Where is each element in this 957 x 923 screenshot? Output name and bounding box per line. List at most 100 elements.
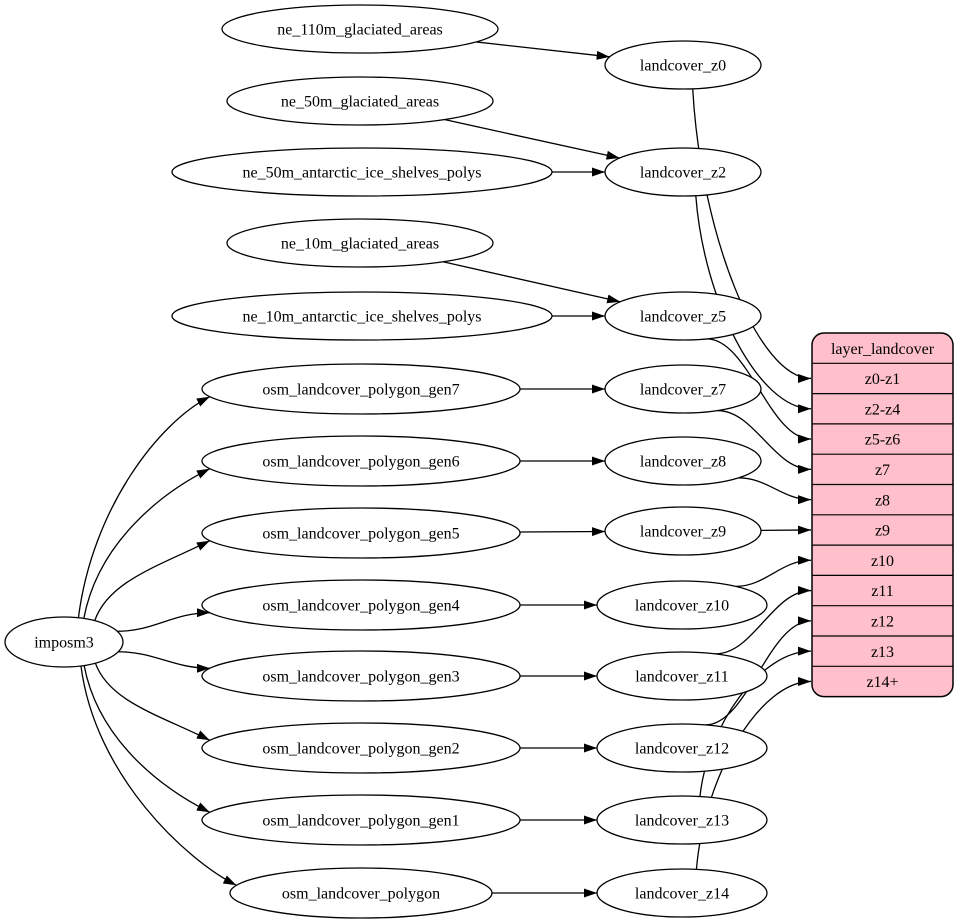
node-ellipse <box>604 40 762 90</box>
node-label: landcover_z11 <box>635 669 729 686</box>
node-label: ne_50m_glaciated_areas <box>281 94 439 111</box>
node-ellipse <box>604 506 762 556</box>
node-landcover_z9: landcover_z9 <box>604 506 762 556</box>
node-label: landcover_z5 <box>640 309 726 326</box>
edge-landcover_z10-to-row-z10 <box>735 555 812 588</box>
node-label: landcover_z2 <box>640 165 726 182</box>
edge-osm_landcover_polygon_gen5-to-landcover_z9 <box>519 527 606 537</box>
node-ellipse <box>171 147 553 197</box>
node-landcover_z14: landcover_z14 <box>596 868 768 918</box>
node-label: osm_landcover_polygon <box>282 886 440 903</box>
node-ne_50m_antarctic_ice_shelves_polys: ne_50m_antarctic_ice_shelves_polys <box>171 147 553 197</box>
node-ellipse <box>201 363 521 415</box>
edge-imposm3-to-osm_landcover_polygon_gen6 <box>83 468 211 619</box>
node-landcover_z10: landcover_z10 <box>596 580 768 630</box>
edge-layer <box>77 41 812 898</box>
node-ellipse <box>596 723 768 773</box>
node-osm_landcover_polygon_gen7: osm_landcover_polygon_gen7 <box>201 363 521 415</box>
node-ellipse <box>604 291 762 341</box>
node-ellipse <box>596 580 768 630</box>
node-ellipse <box>201 794 521 846</box>
node-label: osm_landcover_polygon_gen5 <box>262 526 459 543</box>
node-ellipse <box>596 868 768 918</box>
edge-imposm3-to-osm_landcover_polygon <box>80 665 237 886</box>
node-osm_landcover_polygon_gen2: osm_landcover_polygon_gen2 <box>201 722 521 774</box>
node-label: landcover_z8 <box>640 454 726 471</box>
table-row-label: z13 <box>871 644 894 661</box>
edge-imposm3-to-osm_landcover_polygon_gen4 <box>117 608 210 632</box>
table-title: layer_landcover <box>831 341 935 358</box>
table-row-label: z5-z6 <box>865 432 901 449</box>
edge-landcover_z8-to-row-z8 <box>738 477 812 505</box>
table-row-label: z0-z1 <box>865 371 901 388</box>
edge-imposm3-to-osm_landcover_polygon_gen5 <box>94 540 211 621</box>
node-ne_10m_antarctic_ice_shelves_polys: ne_10m_antarctic_ice_shelves_polys <box>171 291 553 341</box>
node-label: osm_landcover_polygon_gen1 <box>262 813 459 830</box>
edge-imposm3-to-osm_landcover_polygon_gen7 <box>77 396 211 618</box>
node-label: landcover_z10 <box>635 598 729 615</box>
node-ellipse <box>4 616 124 668</box>
node-ellipse <box>226 218 494 268</box>
node-landcover_z8: landcover_z8 <box>604 436 762 486</box>
node-landcover_z13: landcover_z13 <box>596 795 768 845</box>
node-label: landcover_z0 <box>640 58 726 75</box>
node-label: osm_landcover_polygon_gen2 <box>262 741 459 758</box>
node-label: landcover_z7 <box>640 382 726 399</box>
node-landcover_z2: landcover_z2 <box>604 147 762 197</box>
table-row-label: z7 <box>875 462 890 479</box>
table-row-label: z14+ <box>866 674 898 691</box>
node-ellipse <box>201 722 521 774</box>
edge-imposm3-to-osm_landcover_polygon_gen3 <box>118 651 210 673</box>
node-label: ne_110m_glaciated_areas <box>277 22 443 39</box>
table-row-label: z11 <box>871 583 894 600</box>
table-row-label: z12 <box>871 613 894 630</box>
node-ellipse <box>229 867 493 919</box>
node-ellipse <box>201 650 521 702</box>
edge-landcover_z11-to-row-z11 <box>715 586 812 655</box>
edge-landcover_z2-to-row-z2-z4 <box>695 195 812 414</box>
table-row-label: z9 <box>875 523 890 540</box>
node-label: ne_50m_antarctic_ice_shelves_polys <box>242 165 481 182</box>
node-osm_landcover_polygon: osm_landcover_polygon <box>229 867 493 919</box>
edge-ne_110m_glaciated_areas-to-landcover_z0 <box>476 41 610 60</box>
node-ellipse <box>604 436 762 486</box>
edge-landcover_z0-to-row-z0-z1 <box>692 88 812 383</box>
edge-ne_50m_glaciated_areas-to-landcover_z2 <box>444 118 620 160</box>
node-label: landcover_z12 <box>635 741 729 758</box>
node-label: imposm3 <box>34 635 94 652</box>
node-ellipse <box>201 579 521 631</box>
node-ellipse <box>226 76 494 126</box>
edge-imposm3-to-osm_landcover_polygon_gen2 <box>94 662 211 741</box>
node-label: landcover_z14 <box>635 886 729 903</box>
node-ellipse <box>201 435 521 487</box>
node-imposm3: imposm3 <box>4 616 124 668</box>
node-landcover_z12: landcover_z12 <box>596 723 768 773</box>
node-ellipse <box>171 291 553 341</box>
node-osm_landcover_polygon_gen3: osm_landcover_polygon_gen3 <box>201 650 521 702</box>
node-label: osm_landcover_polygon_gen3 <box>262 669 459 686</box>
node-ellipse <box>596 651 768 701</box>
node-label: ne_10m_glaciated_areas <box>281 236 439 253</box>
node-landcover_z0: landcover_z0 <box>604 40 762 90</box>
node-osm_landcover_polygon_gen4: osm_landcover_polygon_gen4 <box>201 579 521 631</box>
node-landcover_z11: landcover_z11 <box>596 651 768 701</box>
node-osm_landcover_polygon_gen6: osm_landcover_polygon_gen6 <box>201 435 521 487</box>
node-label: ne_10m_antarctic_ice_shelves_polys <box>242 309 481 326</box>
node-ellipse <box>604 147 762 197</box>
table-row-label: z10 <box>871 553 894 570</box>
edge-ne_10m_glaciated_areas-to-landcover_z5 <box>442 261 621 304</box>
node-ne_50m_glaciated_areas: ne_50m_glaciated_areas <box>226 76 494 126</box>
node-label: landcover_z13 <box>635 813 729 830</box>
edge-landcover_z7-to-row-z7 <box>717 409 812 474</box>
node-ne_10m_glaciated_areas: ne_10m_glaciated_areas <box>226 218 494 268</box>
node-osm_landcover_polygon_gen1: osm_landcover_polygon_gen1 <box>201 794 521 846</box>
node-ne_110m_glaciated_areas: ne_110m_glaciated_areas <box>221 4 499 54</box>
table-layer_landcover: layer_landcoverz0-z1z2-z4z5-z6z7z8z9z10z… <box>811 332 954 698</box>
node-ellipse <box>221 4 499 54</box>
node-landcover_z5: landcover_z5 <box>604 291 762 341</box>
node-landcover_z7: landcover_z7 <box>604 364 762 414</box>
table-row-label: z2-z4 <box>865 401 901 418</box>
node-label: landcover_z9 <box>640 524 726 541</box>
